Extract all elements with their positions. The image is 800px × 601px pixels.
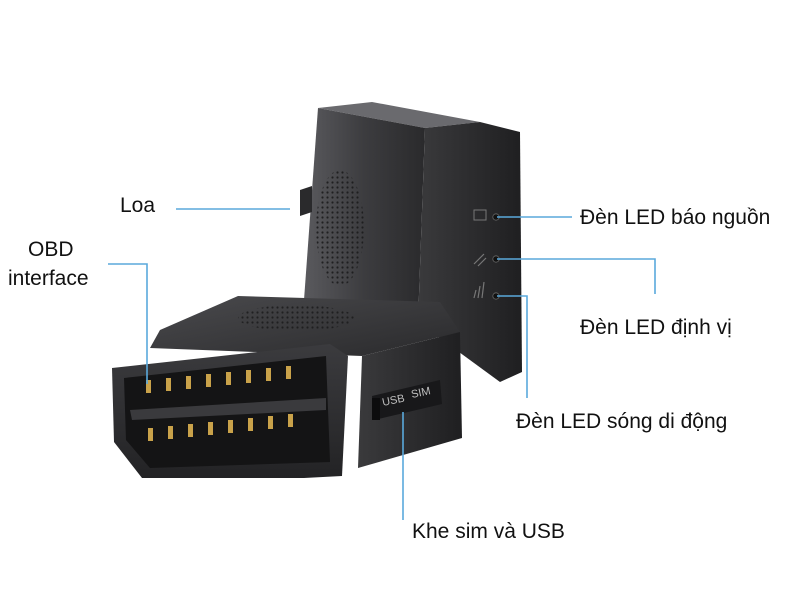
sim-marking: SIM	[410, 385, 432, 401]
speaker-grille	[316, 170, 364, 286]
sim-usb-slot-label: Khe sim và USB	[412, 520, 565, 543]
cell-led-label: Đèn LED sóng di động	[516, 410, 728, 433]
leader-line-gps-led	[497, 258, 656, 294]
obd-interface-label-line1: OBD	[28, 238, 74, 261]
obd-interface-label-line2: interface	[8, 267, 89, 290]
cell-led-indicator	[473, 281, 500, 300]
power-led-label: Đèn LED báo nguồn	[580, 206, 771, 229]
leader-line-cell-led	[497, 295, 528, 398]
leader-lines	[108, 208, 656, 520]
speaker-label: Loa	[120, 194, 156, 217]
obd-pins-bottom-row	[148, 414, 293, 441]
gps-led-label: Đèn LED định vị	[580, 316, 732, 339]
obd-pins-top-row	[146, 366, 291, 393]
front-device-unit: USB SIM	[112, 296, 462, 478]
leader-line-obd	[108, 263, 148, 384]
usb-marking: USB	[381, 392, 406, 408]
gps-led-indicator	[473, 253, 500, 267]
sim-usb-slot	[372, 398, 380, 420]
